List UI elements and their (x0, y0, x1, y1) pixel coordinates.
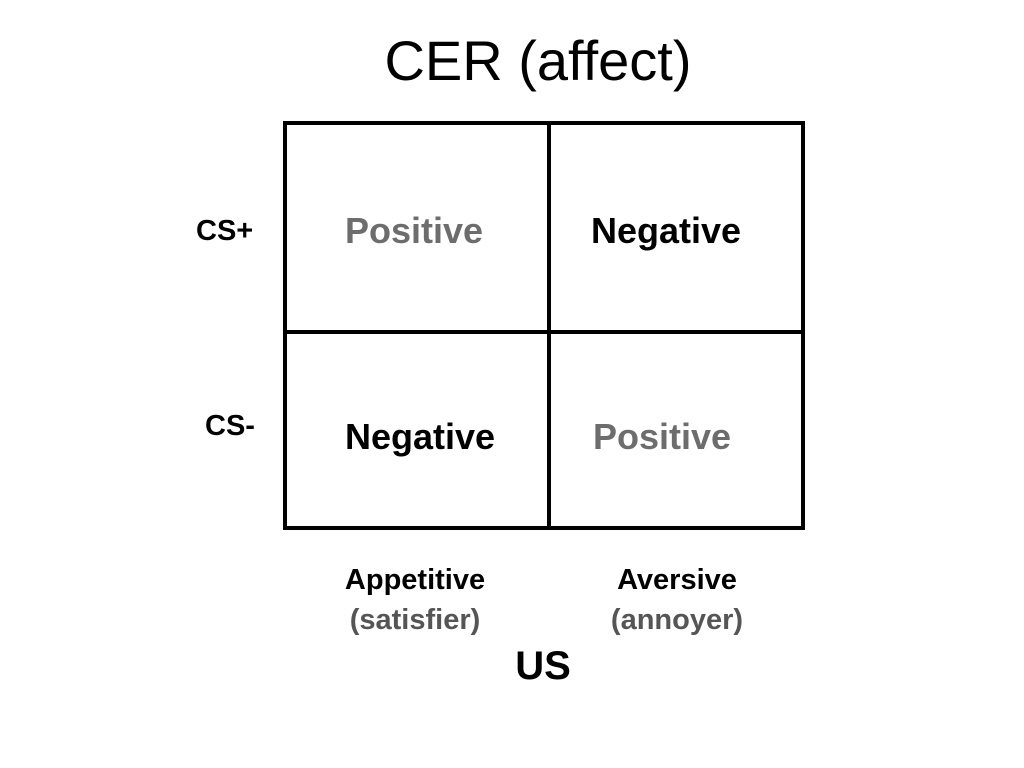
contingency-grid: Positive Negative Negative Positive (283, 121, 805, 530)
axis-label-us: US (515, 644, 571, 688)
row-label-cs-minus: CS- (205, 410, 255, 442)
column-label-appetitive-sub: (satisfier) (349, 604, 481, 637)
column-label-aversive: Aversive (annoyer) (597, 560, 757, 640)
cell-cs-plus-appetitive: Positive (345, 210, 484, 251)
column-label-aversive-sub: (annoyer) (610, 604, 744, 637)
row-label-cs-plus: CS+ (196, 215, 254, 247)
diagram-title: CER (affect) (384, 29, 692, 92)
column-label-appetitive: Appetitive (satisfier) (332, 560, 498, 640)
grid-vertical-divider (547, 125, 551, 526)
cell-cs-minus-appetitive: Negative (345, 416, 496, 457)
column-label-aversive-main: Aversive (617, 564, 737, 596)
column-label-appetitive-main: Appetitive (344, 564, 486, 596)
cell-cs-plus-aversive: Negative (591, 210, 742, 251)
grid-horizontal-divider (287, 330, 801, 334)
cell-cs-minus-aversive: Positive (593, 416, 732, 457)
